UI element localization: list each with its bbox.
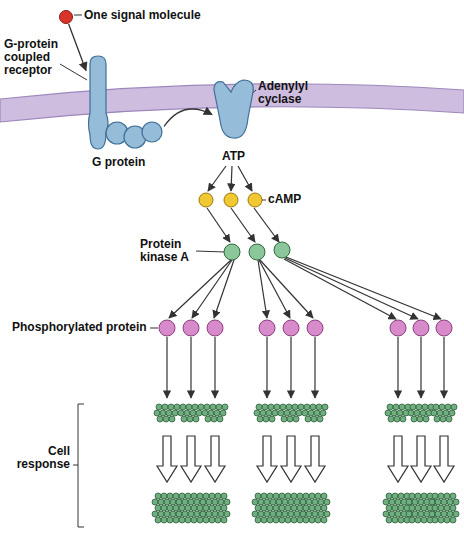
- hollow-arrow: [157, 436, 177, 482]
- arrow: [286, 257, 441, 319]
- product-cluster: [276, 493, 306, 523]
- product-cluster: [429, 493, 459, 523]
- phosphorylated-protein: [159, 320, 175, 336]
- arrow: [254, 208, 279, 242]
- arrow: [260, 260, 313, 318]
- arrow: [285, 258, 418, 319]
- product-cluster: [154, 404, 180, 422]
- product-cluster: [176, 493, 206, 523]
- phosphorylated-protein: [413, 320, 429, 336]
- activation-arrow: [164, 109, 212, 127]
- arrow: [231, 166, 232, 191]
- arrow: [314, 337, 315, 398]
- product-cluster: [302, 404, 328, 422]
- arrow: [169, 260, 231, 318]
- hollow-arrow: [411, 436, 431, 482]
- product-cluster: [406, 493, 436, 523]
- product-cluster: [202, 404, 228, 422]
- phosphorylated-protein: [436, 320, 452, 336]
- node-label: Adenylyl cyclase: [258, 80, 328, 106]
- leader-line: [60, 64, 87, 80]
- product-cluster: [300, 493, 330, 523]
- arrow: [443, 337, 444, 398]
- product-cluster: [252, 493, 282, 523]
- product-cluster: [431, 404, 457, 422]
- phosphorylated-protein: [183, 320, 199, 336]
- camp-molecule: [199, 193, 213, 207]
- arrow: [290, 337, 291, 398]
- product-cluster: [408, 404, 434, 422]
- arrow: [207, 208, 230, 242]
- node-label: G-protein coupled receptor: [4, 38, 66, 77]
- protein-kinase: [274, 242, 290, 258]
- arrow: [214, 337, 215, 398]
- arrow: [258, 260, 267, 318]
- arrow: [166, 337, 167, 398]
- leader-line: [74, 15, 82, 16]
- arrow: [397, 337, 398, 398]
- product-cluster: [254, 404, 280, 422]
- node-label: G protein: [92, 156, 172, 169]
- node-label: One signal molecule: [84, 9, 224, 22]
- camp-molecule: [248, 193, 262, 207]
- leader-line: [196, 251, 225, 252]
- hollow-arrow: [181, 436, 201, 482]
- arrow: [238, 166, 252, 191]
- callout-label: ATP: [222, 150, 262, 163]
- arrow: [259, 260, 290, 318]
- protein-kinase: [249, 244, 265, 260]
- activation-arrow: [69, 24, 86, 70]
- hollow-arrow: [434, 436, 454, 482]
- phosphorylated-protein: [207, 320, 223, 336]
- product-cluster: [178, 404, 204, 422]
- product-cluster: [383, 493, 413, 523]
- g-protein-shape: [104, 118, 164, 150]
- phosphorylated-protein: [259, 320, 275, 336]
- arrow: [192, 260, 232, 318]
- leader-line: [150, 328, 158, 329]
- camp-molecule: [224, 193, 238, 207]
- phosphorylated-protein: [390, 320, 406, 336]
- arrow: [208, 166, 226, 191]
- phosphorylated-protein: [307, 320, 323, 336]
- enzyme-shape: [212, 78, 256, 140]
- product-cluster: [200, 493, 230, 523]
- product-cluster: [152, 493, 182, 523]
- callout-label: Phosphorylated protein: [12, 321, 162, 334]
- phosphorylated-protein: [283, 320, 299, 336]
- hollow-arrow: [388, 436, 408, 482]
- g-protein: G protein: [104, 118, 164, 150]
- enzyme: Adenylyl cyclase: [212, 78, 256, 140]
- arrow: [190, 337, 191, 398]
- callout-label: cAMP: [268, 193, 318, 206]
- signal-molecule: One signal molecule: [59, 10, 73, 24]
- bracket: [73, 404, 84, 527]
- product-cluster: [278, 404, 304, 422]
- callout-label: Cell response: [8, 445, 70, 471]
- callout-label: Protein kinase A: [140, 238, 200, 264]
- leader-line: [262, 200, 266, 201]
- arrow: [284, 259, 396, 319]
- arrow: [420, 337, 421, 398]
- signal-molecule-shape: [59, 10, 73, 24]
- arrow: [214, 260, 234, 318]
- protein-kinase: [224, 244, 240, 260]
- hollow-arrow: [305, 436, 325, 482]
- hollow-arrow: [257, 436, 277, 482]
- arrow: [231, 208, 255, 242]
- hollow-arrow: [205, 436, 225, 482]
- product-cluster: [385, 404, 411, 422]
- arrow: [266, 337, 267, 398]
- hollow-arrow: [281, 436, 301, 482]
